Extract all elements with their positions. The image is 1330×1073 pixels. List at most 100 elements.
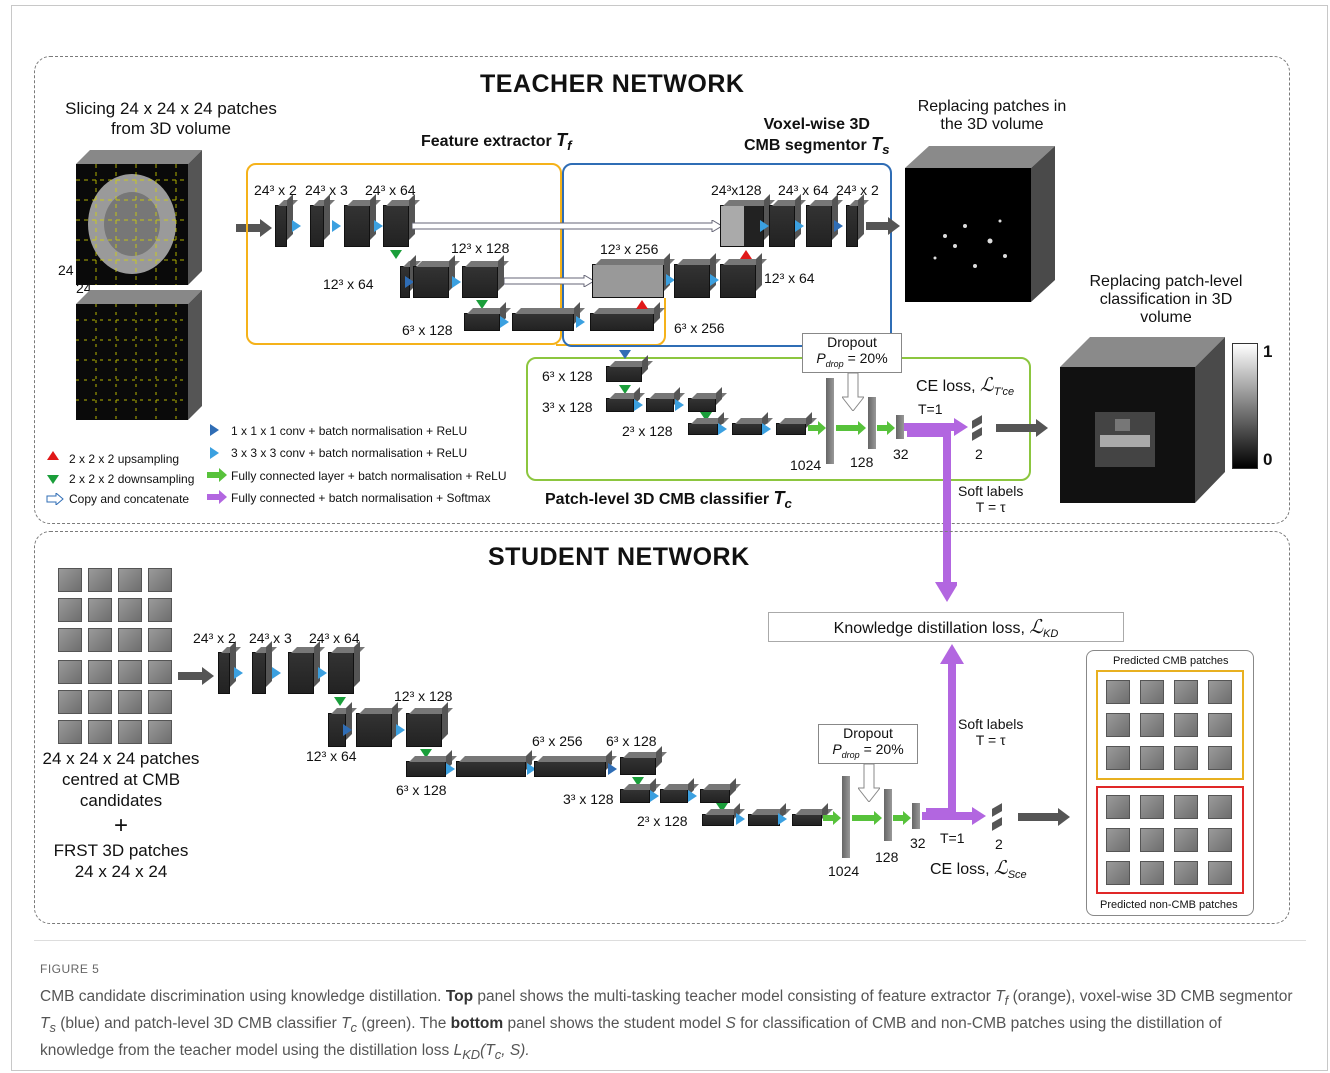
tc-block-3	[646, 398, 674, 412]
figure-caption: FIGURE 5 CMB candidate discrimination us…	[40, 958, 1300, 1066]
thumb	[118, 598, 142, 622]
t-skip-arrow-2	[504, 275, 594, 287]
t-block-13	[720, 264, 756, 298]
t-label-l10: 24³ x 2	[836, 182, 879, 198]
s-fc-1024	[842, 776, 850, 858]
noncmb-thumb	[1140, 795, 1164, 819]
t-block-15	[769, 205, 795, 247]
t-skip-arrow-1	[412, 220, 722, 232]
s-block-11	[620, 757, 656, 775]
noncmb-thumb	[1106, 861, 1130, 885]
noncmb-thumb	[1174, 828, 1198, 852]
tc-block-1	[606, 366, 642, 382]
s-t1: T=1	[940, 830, 965, 846]
t-block-3	[344, 205, 370, 247]
tc-down-1	[619, 385, 631, 394]
s-block-4	[328, 652, 354, 694]
teacher-soft-label-arrow	[907, 429, 957, 602]
tc-conv-1	[634, 399, 643, 411]
pred-cmb-label: Predicted CMB patches	[1113, 655, 1229, 667]
t-block-9	[512, 313, 574, 331]
fc-relu-legend-icon	[207, 468, 227, 482]
noncmb-thumb	[1174, 795, 1198, 819]
t-conv-arrow-12	[834, 220, 843, 232]
t-label-l9: 24³ x 64	[778, 182, 829, 198]
cmb-thumb	[1140, 713, 1164, 737]
t-down-arrow-2	[476, 300, 488, 309]
t-down-arrow-1	[390, 250, 402, 259]
thumb	[58, 720, 82, 744]
t-label-l3: 24³ x 64	[365, 182, 416, 198]
s-label-l9: 3³ x 128	[563, 791, 614, 807]
s-block-14	[700, 789, 730, 803]
legend-copy: Copy and concatenate	[69, 492, 190, 506]
s-block-16	[748, 814, 780, 826]
thumb	[148, 598, 172, 622]
feature-extractor-title: Feature extractor Tf	[421, 130, 572, 154]
thumb	[88, 568, 112, 592]
s-fc-arrow-2	[893, 811, 911, 825]
student-input-label: 24 x 24 x 24 patches centred at CMB cand…	[42, 749, 200, 881]
s-label-l8: 6³ x 128	[396, 782, 447, 798]
s-fc-128-label: 128	[875, 849, 899, 865]
t-conv-arrow-10	[760, 220, 769, 232]
s-fc-128	[884, 789, 892, 841]
s-block-1	[218, 652, 230, 694]
colorbar-max: 1	[1263, 342, 1273, 361]
s-fc-1024-label: 1024	[828, 863, 860, 879]
t-block-12	[674, 264, 710, 298]
t-block-14	[720, 205, 764, 247]
thumb	[58, 598, 82, 622]
t-conv-arrow-2	[332, 220, 341, 232]
s-block-13	[660, 789, 688, 803]
colorbar	[1232, 343, 1258, 469]
cmb-thumb	[1140, 746, 1164, 770]
thumb	[88, 660, 112, 684]
s-conv-arrow-7	[527, 763, 536, 775]
tc-block-5	[688, 423, 718, 435]
classification-output-cube	[1060, 337, 1225, 503]
tc-softmax-arrow	[904, 418, 968, 436]
t-block-16	[806, 205, 832, 247]
t-block-7	[462, 266, 498, 298]
t-label-l4: 12³ x 128	[451, 240, 510, 256]
thumb	[148, 628, 172, 652]
tc-conv-4	[762, 423, 771, 435]
cmb-thumb	[1174, 746, 1198, 770]
tc-fc-1024	[826, 378, 834, 464]
t-block-2	[310, 205, 324, 247]
tc-output-arrow	[996, 419, 1048, 437]
s-block-15	[702, 814, 734, 826]
t-block-11	[592, 264, 664, 298]
thumb	[88, 720, 112, 744]
tc-label-c2: 3³ x 128	[542, 399, 593, 415]
noncmb-thumb	[1208, 828, 1232, 852]
dim-label-a: 24	[58, 262, 74, 278]
student-panel	[34, 531, 1290, 924]
tc-fc-32	[896, 415, 904, 439]
thumb	[148, 660, 172, 684]
cmb-thumb	[1208, 680, 1232, 704]
s-fc-arrow-1	[852, 811, 882, 825]
cmb-thumb	[1174, 713, 1198, 737]
t-conv-arrow-7	[576, 316, 585, 328]
replacing-patches-label: Replacing patches in the 3D volume	[917, 98, 1067, 133]
t-block-10	[590, 313, 654, 331]
s-conv-arrow-4	[343, 724, 352, 736]
thumb	[58, 690, 82, 714]
cmb-thumb	[1106, 713, 1130, 737]
s-block-12	[620, 789, 650, 803]
thumb	[88, 690, 112, 714]
s-conv-arrow-1	[234, 667, 243, 679]
thumb	[118, 660, 142, 684]
s-down-4	[716, 803, 728, 812]
tc-dropout-arrow	[842, 373, 864, 411]
t-block-1	[275, 205, 287, 247]
segmentation-output-cube	[905, 146, 1055, 302]
tc-block-4	[688, 398, 716, 412]
colorbar-min: 0	[1263, 450, 1273, 469]
tc-block-7	[776, 423, 806, 435]
s-block-6	[356, 713, 392, 747]
s-fc-32	[912, 803, 920, 829]
pred-noncmb-box	[1096, 786, 1244, 894]
